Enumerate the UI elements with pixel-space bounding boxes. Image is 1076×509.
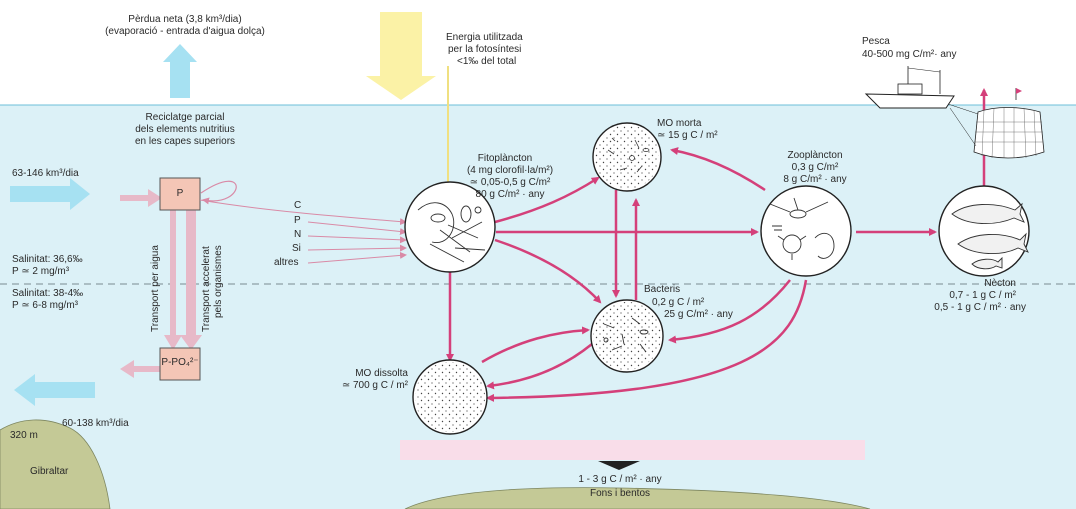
recycling-loop: [200, 180, 237, 205]
salinity-top-label: Salinitat: 36,6‰: [12, 254, 83, 265]
nutrient-line-p: [307, 221, 407, 235]
inflow-label: 63-146 km³/dia: [12, 168, 79, 179]
dead-om-label: MO morta: [657, 118, 702, 129]
water-transport-label: Transport per aigua: [150, 245, 161, 332]
inflow-p-arrow: [120, 189, 162, 207]
zooplankton-biomass: 0,3 g C/m²: [791, 162, 839, 173]
net-loss-label: Pèrdua neta (3,8 km³/dia): [128, 14, 242, 25]
nutrient-other-label: altres: [274, 257, 299, 268]
outflow-label: 60-138 km³/dia: [62, 418, 129, 429]
nutrient-line-n: [307, 235, 407, 244]
flow-zoo-to-bacteria: [668, 279, 791, 344]
nekton-production: 0,5 - 1 g C / m² · any: [934, 302, 1026, 313]
energy-label-line2: per la fotosíntesi: [448, 44, 522, 55]
seabed-label: Fons i bentos: [589, 488, 651, 499]
nekton-label: Nècton: [984, 278, 1016, 289]
bacteria-label: Bacteris: [644, 284, 681, 295]
organism-transport-arrow: [180, 210, 202, 350]
recycling-label-line1: Reciclatge parcial: [145, 112, 225, 123]
zooplankton-circle: [760, 185, 852, 277]
dissolved-om-label: MO dissolta: [355, 368, 408, 379]
net-loss-subtitle: (evaporació - entrada d'aigua dolça): [105, 26, 265, 37]
sediment-arrow: [598, 461, 640, 470]
organism-transport-label-line1: Transport accelerat: [201, 246, 212, 332]
recycling-label-line2: dels elements nutritius: [135, 124, 235, 135]
mediterranean-outflow-arrow: [14, 374, 95, 406]
phytoplankton-production: 80 g C/m² · any: [475, 189, 545, 200]
water-transport-arrow: [164, 210, 182, 350]
phytoplankton-circle: [404, 181, 496, 273]
recycling-label-line3: en les capes superiors: [134, 136, 236, 147]
dead-om-biomass: ≃ 15 g C / m²: [657, 130, 718, 141]
flow-bacteria-to-dissolved: [486, 343, 593, 390]
outflow-po4-arrow: [120, 360, 162, 378]
nekton-biomass: 0,7 - 1 g C / m²: [949, 290, 1016, 301]
bacteria-biomass: 0,2 g C / m²: [652, 297, 705, 308]
phosphorus-box-label: P: [176, 188, 184, 199]
phosphate-box-label: P-PO₄²⁻: [161, 357, 199, 368]
nutrient-line-other: [307, 251, 407, 264]
fishing-net: [947, 88, 1045, 159]
phosphorus-top-label: P ≃ 2 mg/m³: [12, 266, 70, 277]
dead-om-circle: [592, 122, 662, 192]
flow-phyto-to-dead-om: [494, 176, 600, 224]
gibraltar-land: [0, 419, 111, 509]
nutrient-line-si: [307, 244, 407, 252]
nutrient-si-label: Si: [292, 243, 301, 254]
flow-zoo-to-dead-om: [670, 147, 766, 192]
phytoplankton-biomass: ≃ 0,05-0,5 g C/m²: [469, 177, 551, 188]
nekton-circle: [938, 185, 1030, 277]
phosphorus-box: [159, 177, 201, 211]
dissolved-om-circle: [412, 359, 488, 435]
dissolved-om-biomass: ≃ 700 g C / m²: [341, 380, 408, 391]
energy-arrow: [366, 12, 436, 100]
salinity-bottom-label: Salinitat: 38-4‰: [12, 288, 84, 299]
flow-phyto-to-bacteria: [494, 238, 602, 304]
net-loss-arrow: [163, 44, 197, 98]
gibraltar-label: Gibraltar: [30, 466, 69, 477]
organism-transport-label-line2: pels organismes: [213, 245, 224, 318]
zooplankton-label: Zooplàncton: [787, 150, 843, 161]
phytoplankton-chlorophyll: (4 mg clorofil·la/m²): [466, 165, 554, 176]
fishing-boat: [864, 66, 955, 109]
sediment-band: [400, 440, 865, 460]
nutrient-p-label: P: [294, 215, 301, 226]
nutrient-c-label: C: [294, 200, 302, 211]
zooplankton-production: 8 g C/m² · any: [783, 174, 847, 185]
nutrient-n-label: N: [294, 229, 302, 240]
flow-zoo-to-dissolved: [486, 279, 808, 402]
phosphorus-bottom-label: P ≃ 6-8 mg/m³: [12, 300, 78, 311]
sediment-flux-label: 1 - 3 g C / m² · any: [578, 474, 662, 485]
bacteria-production: 25 g C/m² · any: [664, 309, 733, 320]
atlantic-inflow-arrow: [10, 178, 90, 210]
flow-dissolved-to-bacteria: [481, 326, 590, 364]
fishing-label: Pesca: [862, 36, 890, 47]
fishing-value: 40-500 mg C/m²· any: [862, 49, 957, 60]
depth-label: 320 m: [10, 430, 38, 441]
energy-label-line1: Energia utilitzada: [446, 32, 523, 43]
seabed-land: [404, 487, 871, 509]
bacteria-circle: [590, 299, 664, 373]
energy-label-line3: <1‰ del total: [457, 56, 517, 67]
phosphate-box: [159, 347, 201, 381]
nutrient-line-c: [199, 199, 407, 226]
phytoplankton-label: Fitoplàncton: [477, 153, 533, 164]
